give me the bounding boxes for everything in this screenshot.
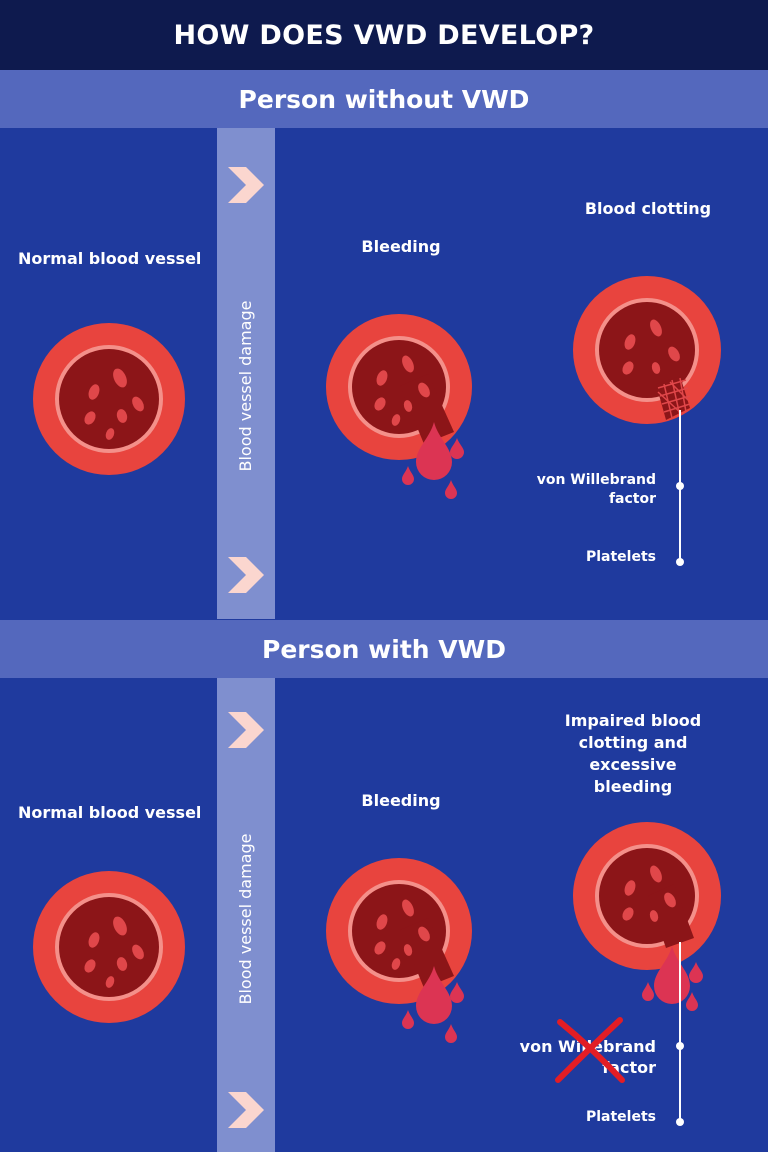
callout-line xyxy=(676,942,684,1126)
stage-label-bleeding: Bleeding xyxy=(361,791,441,810)
stage-label-clotting: Blood clotting xyxy=(584,199,712,218)
bleeding-vessel-icon xyxy=(326,858,472,1043)
callout-platelets-label: Platelets xyxy=(585,1109,656,1125)
blood-drop-icon xyxy=(402,966,464,1043)
stage-label-bleeding: Bleeding xyxy=(361,237,441,256)
chevron-right-icon xyxy=(228,712,264,748)
blood-vessel-icon xyxy=(33,871,185,1023)
section-heading-with-vwd: Person with VWD xyxy=(0,620,768,678)
clot-mesh xyxy=(656,376,691,420)
page-title: HOW DOES VWD DEVELOP? xyxy=(0,0,768,70)
chevron-right-icon xyxy=(228,557,264,593)
section-heading-without-vwd: Person without VWD xyxy=(0,70,768,128)
blood-vessel-icon xyxy=(33,323,185,475)
damage-strip xyxy=(217,678,275,1152)
clotting-vessel-icon xyxy=(573,276,721,424)
bleeding-vessel-icon xyxy=(326,314,472,499)
impaired-clotting-vessel-icon xyxy=(573,822,721,1011)
damage-strip-label: Blood vessel damage xyxy=(236,300,255,472)
stage-label-normal-vessel: Normal blood vessel xyxy=(18,803,202,822)
callout-line xyxy=(676,410,684,566)
cross-mark-icon xyxy=(555,1017,625,1083)
damage-strip-label: Blood vessel damage xyxy=(236,833,255,1005)
damage-strip xyxy=(217,128,275,619)
blood-drop-icon xyxy=(402,422,464,499)
stage-label-normal-vessel: Normal blood vessel xyxy=(18,249,202,268)
chevron-right-icon xyxy=(228,167,264,203)
stage-label-impaired-clotting: Impaired blood clotting and excessive bl… xyxy=(564,711,702,796)
callout-vwf-label: von Willebrand factor xyxy=(536,472,656,507)
callout-platelets-label: Platelets xyxy=(585,549,656,565)
chevron-right-icon xyxy=(228,1092,264,1128)
